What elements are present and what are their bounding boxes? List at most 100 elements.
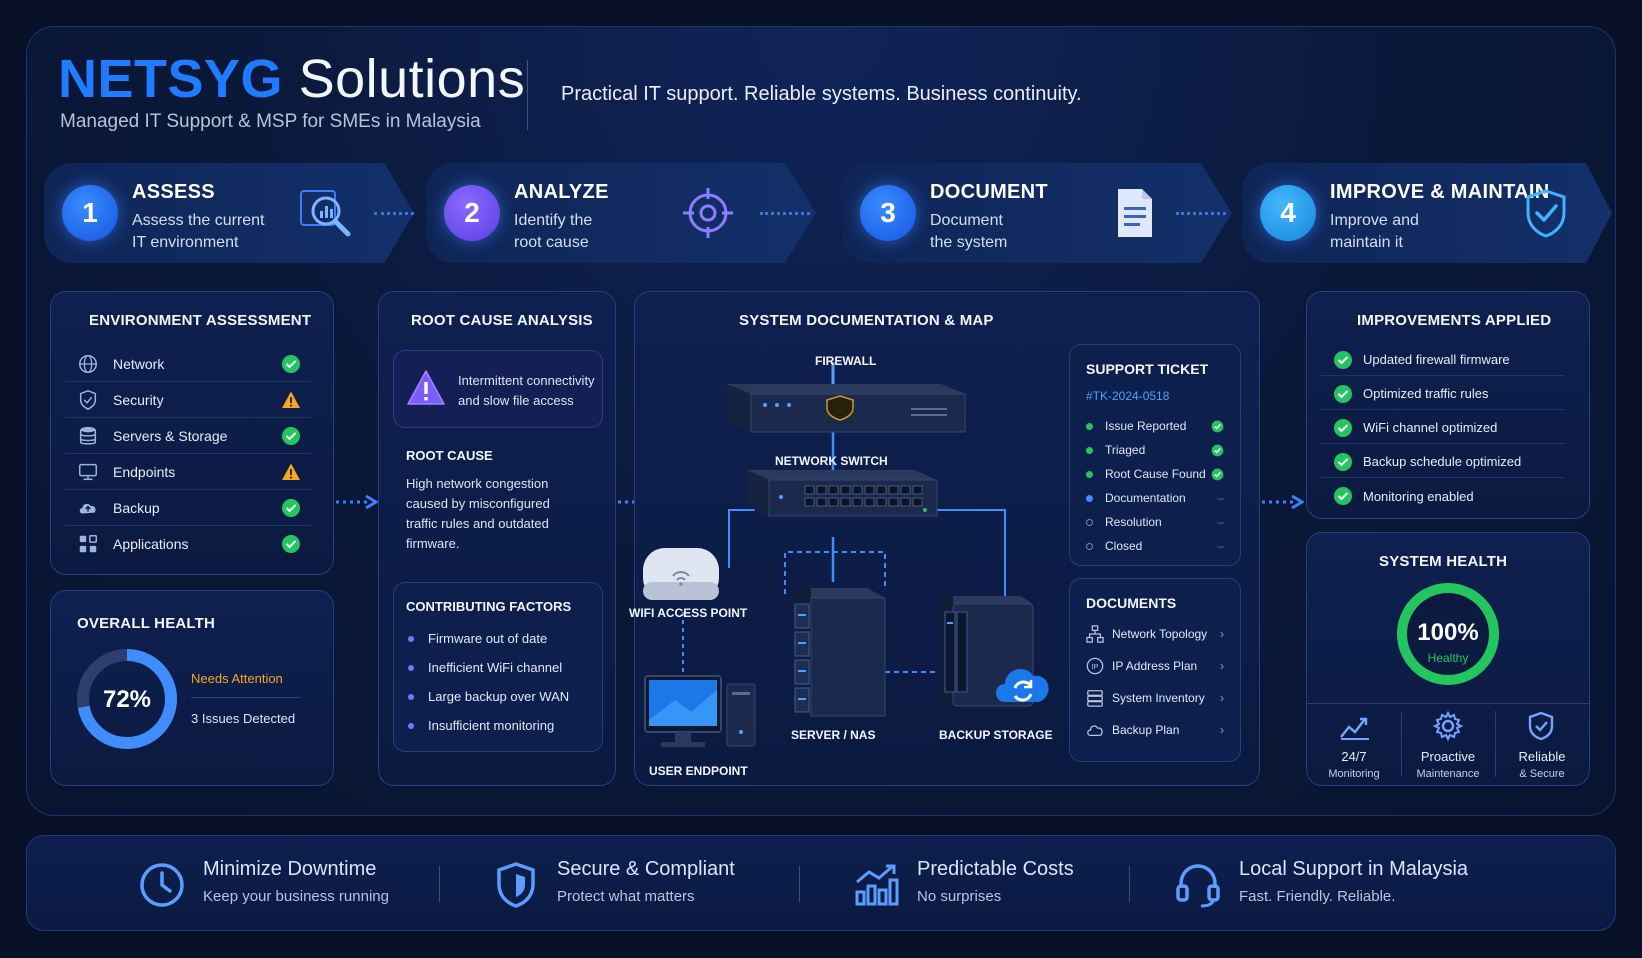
- step-title: IMPROVE & MAINTAIN: [1330, 181, 1550, 203]
- root-cause-panel: ROOT CAUSE ANALYSIS Intermittent connect…: [378, 291, 616, 786]
- benefit-title: Secure & Compliant: [557, 858, 735, 880]
- improvements-panel: IMPROVEMENTS APPLIED Updated firewall fi…: [1306, 291, 1590, 519]
- env-row-network[interactable]: Network: [65, 346, 311, 382]
- bullet-icon: [408, 664, 414, 671]
- panel-title: SYSTEM HEALTH: [1379, 553, 1508, 570]
- bullet-icon: [408, 722, 414, 729]
- env-label: Security: [113, 391, 164, 408]
- step-title: ANALYZE: [514, 181, 609, 203]
- shield-check-icon: [1526, 189, 1566, 238]
- header-divider: [527, 60, 528, 130]
- cloud-upload-icon: [79, 503, 96, 513]
- switch-label: NETWORK SWITCH: [775, 454, 888, 468]
- brand-subtitle: Managed IT Support & MSP for SMEs in Mal…: [60, 111, 481, 132]
- system-health-gauge-fill: [1397, 583, 1499, 685]
- server-label: SERVER / NAS: [791, 728, 876, 742]
- benefit-local-support: Local Support in Malaysia Fast. Friendly…: [1173, 836, 1513, 932]
- feature-secure: Reliable& Secure: [1518, 749, 1566, 780]
- ticket-id[interactable]: #TK-2024-0518: [1086, 389, 1170, 403]
- wifi-device: [643, 548, 719, 600]
- divider: [1129, 866, 1130, 902]
- env-row-security[interactable]: Security: [65, 382, 311, 418]
- improvement-item: WiFi channel optimized: [1321, 412, 1565, 444]
- improvement-item: Optimized traffic rules: [1321, 378, 1565, 410]
- switch-device: [747, 470, 938, 517]
- warning-icon: [282, 463, 300, 480]
- benefit-title: Local Support in Malaysia: [1239, 858, 1469, 880]
- ticket-step: Root Cause Found: [1086, 463, 1224, 485]
- env-label: Endpoints: [113, 463, 176, 480]
- step-number: 2: [444, 185, 500, 241]
- divider: [1495, 711, 1496, 777]
- status-dot-icon: [1086, 470, 1093, 478]
- benefit-title: Predictable Costs: [917, 858, 1074, 880]
- step-title: ASSESS: [132, 181, 215, 203]
- bullet-icon: [408, 693, 414, 700]
- health-value: 72%: [102, 686, 152, 713]
- factor-item: Insufficient monitoring: [408, 718, 554, 733]
- system-map-panel: SYSTEM DOCUMENTATION & MAP: [629, 291, 1260, 786]
- ticket-step: Resolution–: [1086, 511, 1224, 533]
- root-cause-heading: ROOT CAUSE: [406, 448, 493, 463]
- env-row-applications[interactable]: Applications: [65, 526, 311, 562]
- firewall-device: [727, 362, 966, 433]
- env-row-backup[interactable]: Backup: [65, 490, 311, 526]
- factor-item: Large backup over WAN: [408, 689, 569, 704]
- factor-item: Inefficient WiFi channel: [408, 660, 562, 675]
- shield-icon: [497, 862, 535, 908]
- health-status: Needs Attention: [191, 671, 283, 686]
- panel-title: OVERALL HEALTH: [77, 615, 216, 632]
- status-dot-icon: [1086, 422, 1093, 430]
- brand-logo: NETSYG Solutions: [58, 48, 525, 110]
- document-icon: [1118, 189, 1152, 237]
- network-diagram: [643, 362, 1034, 747]
- step-number: 1: [62, 185, 118, 241]
- env-label: Network: [113, 355, 165, 372]
- status-dot-icon: [1086, 494, 1093, 502]
- chevron-right-icon: ›: [1220, 691, 1224, 705]
- chart-line-icon: [1340, 717, 1369, 740]
- tagline: Practical IT support. Reliable systems. …: [561, 83, 1082, 105]
- document-item[interactable]: System Inventory›: [1086, 683, 1224, 713]
- ip-icon: IP: [1086, 657, 1104, 675]
- cloud-sync-icon: [996, 669, 1049, 702]
- status-dot-icon: [1086, 446, 1093, 454]
- document-item[interactable]: Backup Plan›: [1086, 715, 1224, 745]
- magnifier-chart-icon: [300, 190, 351, 237]
- env-row-endpoints[interactable]: Endpoints: [65, 454, 311, 490]
- benefit-sub: Fast. Friendly. Reliable.: [1239, 888, 1396, 905]
- step-connector: [1176, 212, 1226, 215]
- check-circle-icon: [282, 426, 300, 445]
- overall-health-panel: OVERALL HEALTH 72% Needs Attention 3 Iss…: [50, 590, 334, 786]
- benefit-sub: No surprises: [917, 888, 1002, 905]
- env-label: Applications: [113, 536, 189, 552]
- apps-grid-icon: [79, 535, 97, 553]
- system-health-label: Healthy: [1427, 651, 1469, 665]
- env-row-servers[interactable]: Servers & Storage: [65, 418, 311, 454]
- warning-icon: [282, 391, 300, 408]
- cloud-icon: [1087, 725, 1103, 737]
- document-item[interactable]: IP IP Address Plan›: [1086, 651, 1224, 681]
- dash-icon: –: [1217, 539, 1224, 553]
- step-title: DOCUMENT: [930, 181, 1048, 203]
- check-circle-icon: [1334, 384, 1352, 403]
- health-divider: [191, 697, 301, 698]
- factor-item: Firmware out of date: [408, 631, 547, 646]
- check-circle-icon: [282, 498, 300, 517]
- benefit-secure: Secure & Compliant Protect what matters: [491, 836, 791, 932]
- check-circle-icon: [282, 354, 300, 373]
- step-connector: [374, 212, 414, 215]
- health-gauge-fill: [77, 649, 177, 749]
- document-item[interactable]: Network Topology›: [1086, 619, 1224, 649]
- support-ticket-card[interactable]: SUPPORT TICKET #TK-2024-0518 Issue Repor…: [1069, 344, 1241, 566]
- check-circle-icon: [1334, 452, 1352, 471]
